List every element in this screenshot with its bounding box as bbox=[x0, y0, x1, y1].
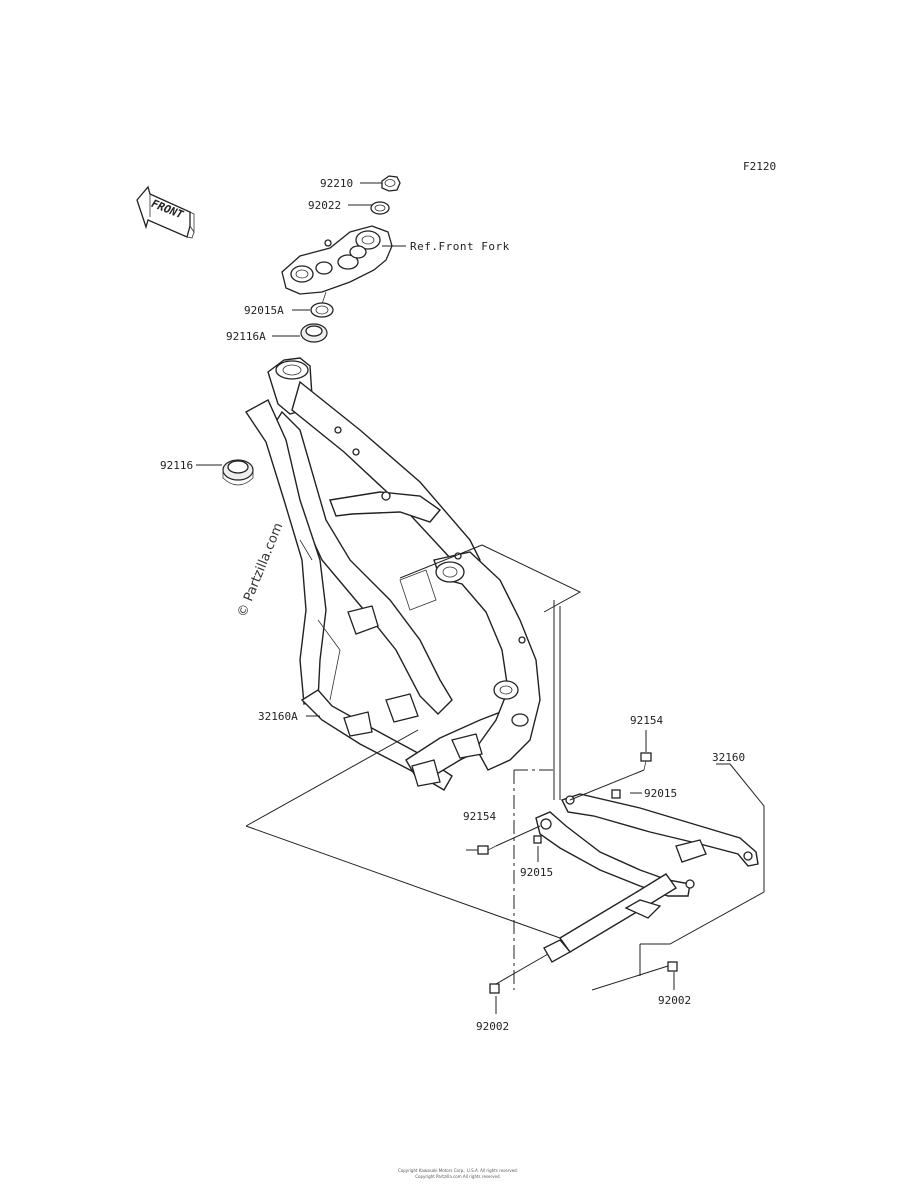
bolt-92154-left bbox=[477, 845, 497, 855]
label-92022: 92022 bbox=[308, 199, 341, 212]
seal-92015A bbox=[310, 302, 334, 318]
bearing-92116A bbox=[300, 323, 328, 343]
label-ref-front-fork: Ref.Front Fork bbox=[410, 240, 510, 253]
label-92002-right: 92002 bbox=[658, 994, 691, 1007]
washer-92022 bbox=[370, 201, 390, 215]
bolt-92002-left bbox=[489, 983, 500, 994]
label-92015-left: 92015 bbox=[520, 866, 553, 879]
footer-line-1: Copyright Kawasaki Motors Corp., U.S.A. … bbox=[398, 1168, 518, 1173]
label-32160: 32160 bbox=[712, 751, 745, 764]
bolt-92002-right bbox=[667, 961, 678, 972]
label-92116A: 92116A bbox=[226, 330, 266, 343]
label-92154-left: 92154 bbox=[463, 810, 496, 823]
label-92015A: 92015A bbox=[244, 304, 284, 317]
steering-stem bbox=[281, 225, 393, 305]
label-92002-left: 92002 bbox=[476, 1020, 509, 1033]
subframe-32160 bbox=[535, 793, 759, 963]
nut-92210 bbox=[381, 175, 401, 192]
diagram-code: F2120 bbox=[743, 160, 776, 173]
label-92116: 92116 bbox=[160, 459, 193, 472]
main-frame bbox=[244, 357, 541, 791]
label-92154-top: 92154 bbox=[630, 714, 663, 727]
label-32160A: 32160A bbox=[258, 710, 298, 723]
footer-line-2: Copyright Partzilla.com All rights reser… bbox=[415, 1174, 501, 1179]
bolt-92154-top bbox=[640, 752, 652, 771]
bearing-92116 bbox=[222, 459, 254, 486]
label-92015-right: 92015 bbox=[644, 787, 677, 800]
leader-lines bbox=[196, 182, 765, 1014]
bolt-92015-left bbox=[533, 835, 542, 844]
watermark: © Partzilla.com bbox=[235, 521, 286, 620]
bolt-92015-right bbox=[611, 789, 621, 799]
label-92210: 92210 bbox=[320, 177, 353, 190]
front-arrow-icon: FRONT bbox=[136, 185, 195, 239]
